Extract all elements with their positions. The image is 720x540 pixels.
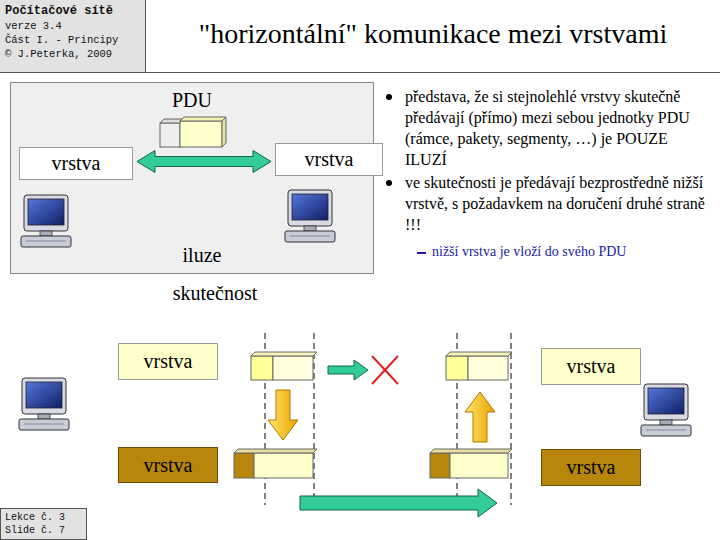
- dashed-guide: [265, 333, 511, 505]
- sub-bullet-text: nižší vrstva je vloží do svého PDU: [432, 243, 712, 261]
- bullet-mark: [386, 180, 392, 186]
- layer-box: vrstva: [541, 348, 641, 385]
- down-arrow: [268, 390, 298, 440]
- computer-icon: [21, 195, 71, 247]
- illusion-panel: vrstvavrstvaPDUiluze: [10, 82, 374, 274]
- sub-bullet-mark: [417, 252, 426, 254]
- bullet-text: představa, že si stejnolehlé vrstvy skut…: [405, 86, 711, 170]
- panel-label: PDU: [11, 89, 373, 112]
- layer-label: vrstva: [567, 355, 616, 378]
- blocked-arrow: [328, 360, 368, 380]
- footer-line: Lekce č. 3: [5, 511, 82, 524]
- layer-box: vrstva: [19, 147, 133, 180]
- header-line: Část I. - Principy: [5, 33, 140, 47]
- cross-mark: [372, 356, 398, 384]
- transfer-arrow: [300, 489, 497, 517]
- footer-box: Lekce č. 3Slide č. 7: [0, 508, 87, 540]
- bullet-mark: [386, 94, 392, 100]
- layer-label: vrstva: [144, 454, 193, 477]
- pdu-icon: [160, 117, 226, 147]
- header-line: verze 3.4: [5, 19, 140, 33]
- header-line: Počítačové sítě: [5, 3, 140, 19]
- section-label: skutečnost: [130, 281, 300, 305]
- pdu-icon: [234, 449, 512, 478]
- up-arrow: [465, 392, 495, 442]
- layer-label: vrstva: [20, 152, 132, 175]
- computer-icon: [19, 378, 69, 430]
- double-arrow: [137, 151, 271, 173]
- header-line: © J.Peterka, 2009: [5, 47, 140, 61]
- layer-label: vrstva: [276, 148, 382, 171]
- illusion-panel-ground: [10, 82, 374, 274]
- panel-label: iluze: [31, 244, 373, 267]
- computer-icon: [285, 190, 335, 242]
- header-rule: [0, 72, 720, 73]
- header-box: Počítačové sítěverze 3.4Část I. - Princi…: [0, 0, 146, 72]
- computer-icon: [641, 384, 691, 436]
- lower-layer-box: vrstva: [118, 447, 218, 483]
- footer-line: Slide č. 7: [5, 524, 82, 537]
- layer-box: vrstva: [118, 343, 218, 380]
- layer-label: vrstva: [144, 350, 193, 373]
- layer-label: vrstva: [567, 456, 616, 479]
- lower-layer-box: vrstva: [541, 449, 641, 486]
- slide-title: "horizontální" komunikace mezi vrstvami: [146, 18, 720, 50]
- layer-box: vrstva: [275, 143, 383, 176]
- bullet-text: ve skutečnosti je předávají bezprostředn…: [405, 172, 711, 235]
